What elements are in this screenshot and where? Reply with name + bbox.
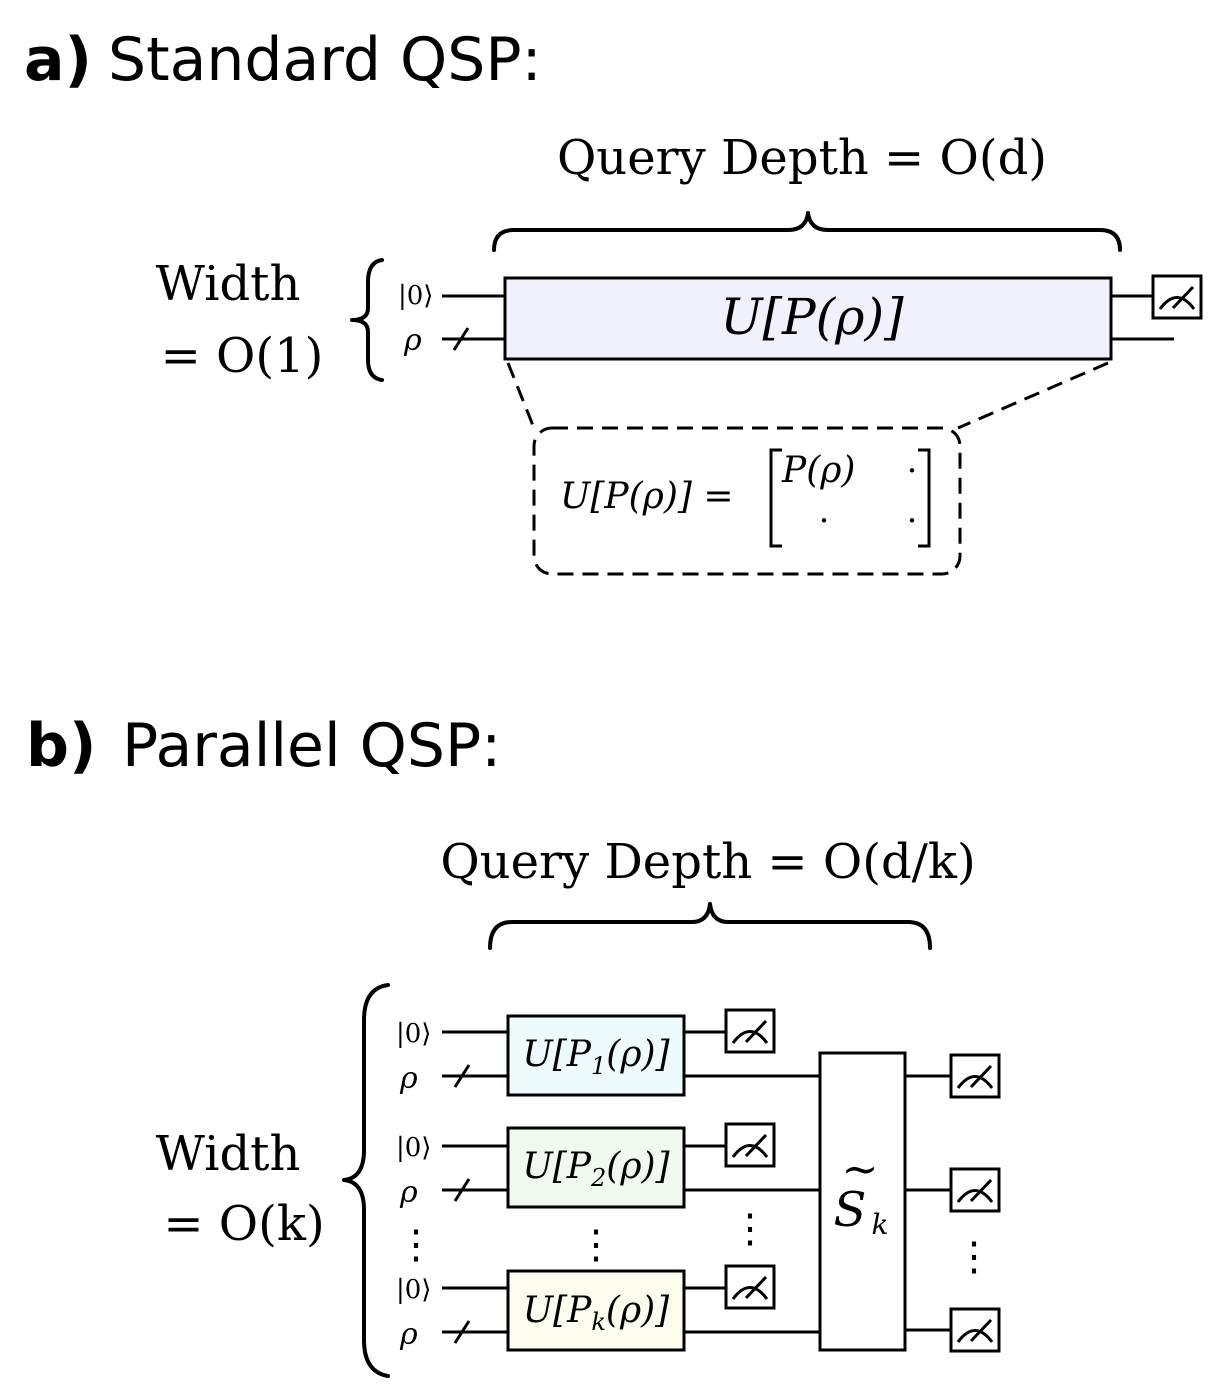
slash-icon: [452, 327, 470, 351]
vdots-meters: ⋮: [730, 1206, 770, 1252]
panel-b-width-label-line1: Width: [156, 1126, 301, 1182]
panel-b-letter: b): [26, 711, 96, 781]
register-row-k: |0⟩ ρ U[Pk(ρ)]: [396, 1264, 820, 1352]
ket-zero-label: |0⟩: [398, 281, 433, 311]
panel-a-depth-label: Query Depth = O(d): [557, 130, 1047, 186]
panel-a-width-label-line2: = O(1): [161, 328, 324, 384]
meter-icon: [949, 1307, 1001, 1353]
panel-b-title: Parallel QSP:: [122, 711, 501, 781]
qsp-gate-2: [506, 1126, 686, 1209]
meter-icon: [724, 1008, 776, 1054]
zoom-inset-inner: [550, 444, 944, 558]
matrix-bracket-right: [918, 448, 931, 548]
panel-b-depth-label: Query Depth = O(d/k): [440, 834, 975, 890]
meter-icon: [724, 1122, 776, 1168]
panel-a: a) Standard QSP: Query Depth = O(d) Widt…: [24, 25, 1203, 576]
ket-zero-label: |0⟩: [396, 1133, 431, 1163]
meter-icon: [949, 1053, 1001, 1099]
rho-label: ρ: [399, 1061, 418, 1096]
vdots-outputs: ⋮: [954, 1234, 994, 1280]
ket-zero-label: |0⟩: [396, 1019, 431, 1049]
combiner-symbol: S: [834, 1182, 867, 1238]
panel-b: b) Parallel QSP: Query Depth = O(d/k) Wi…: [26, 711, 1001, 1378]
register-row-1: |0⟩ ρ U[P1(ρ)]: [396, 1008, 820, 1097]
panel-a-letter: a): [24, 25, 92, 95]
rho-label: ρ: [399, 1317, 418, 1352]
ket-zero-label: |0⟩: [396, 1275, 431, 1305]
combiner-gate: [818, 1051, 907, 1352]
qsp-gate-1: [506, 1014, 686, 1097]
curly-brace-icon: [350, 258, 384, 382]
qsp-unitary-gate-label: U[P(ρ)]: [720, 288, 904, 346]
curly-brace-icon: [488, 902, 932, 950]
meter-icon: [1151, 274, 1203, 320]
matrix-entry-bottom-left: ·: [819, 501, 830, 541]
curly-brace-icon: [342, 983, 390, 1378]
zoom-inset: [532, 426, 962, 576]
zoom-lhs: U[P(ρ)] =: [560, 476, 734, 517]
matrix-entry-top-right: ·: [907, 451, 918, 491]
combiner-subscript: k: [872, 1208, 889, 1241]
rho-label: ρ: [403, 323, 422, 358]
slash-icon: [453, 1320, 471, 1344]
vdots-gates: ⋮: [576, 1222, 616, 1268]
matrix-bracket-left: [769, 448, 782, 548]
meter-icon: [724, 1264, 776, 1310]
meter-icon: [949, 1167, 1001, 1213]
qsp-gate-k: [506, 1269, 686, 1352]
qsp-gate-2-label: U[P2(ρ)]: [522, 1146, 670, 1192]
rho-label: ρ: [399, 1175, 418, 1210]
matrix-entry-top-left: P(ρ): [781, 450, 855, 491]
panel-a-title: Standard QSP:: [108, 25, 542, 95]
matrix-entry-bottom-right: ·: [907, 501, 918, 541]
combiner-tilde: ~: [842, 1144, 879, 1195]
qsp-gate-k-label: U[Pk(ρ)]: [523, 1290, 670, 1336]
vdots-labels: ⋮: [396, 1222, 436, 1268]
zoom-connector-right: [957, 361, 1109, 430]
curly-brace-icon: [492, 211, 1122, 252]
slash-icon: [453, 1064, 471, 1088]
combiner-gate-label: ~ S k: [834, 1144, 889, 1241]
qsp-gate-1-label: U[P1(ρ)]: [522, 1034, 670, 1080]
zoom-connector-left: [506, 362, 536, 429]
qsp-unitary-gate: [503, 276, 1113, 361]
panel-b-width-label-line2: = O(k): [163, 1196, 324, 1252]
panel-a-width-label-line1: Width: [156, 256, 301, 312]
register-row-2: |0⟩ ρ U[P2(ρ)]: [396, 1122, 820, 1210]
slash-icon: [453, 1178, 471, 1202]
